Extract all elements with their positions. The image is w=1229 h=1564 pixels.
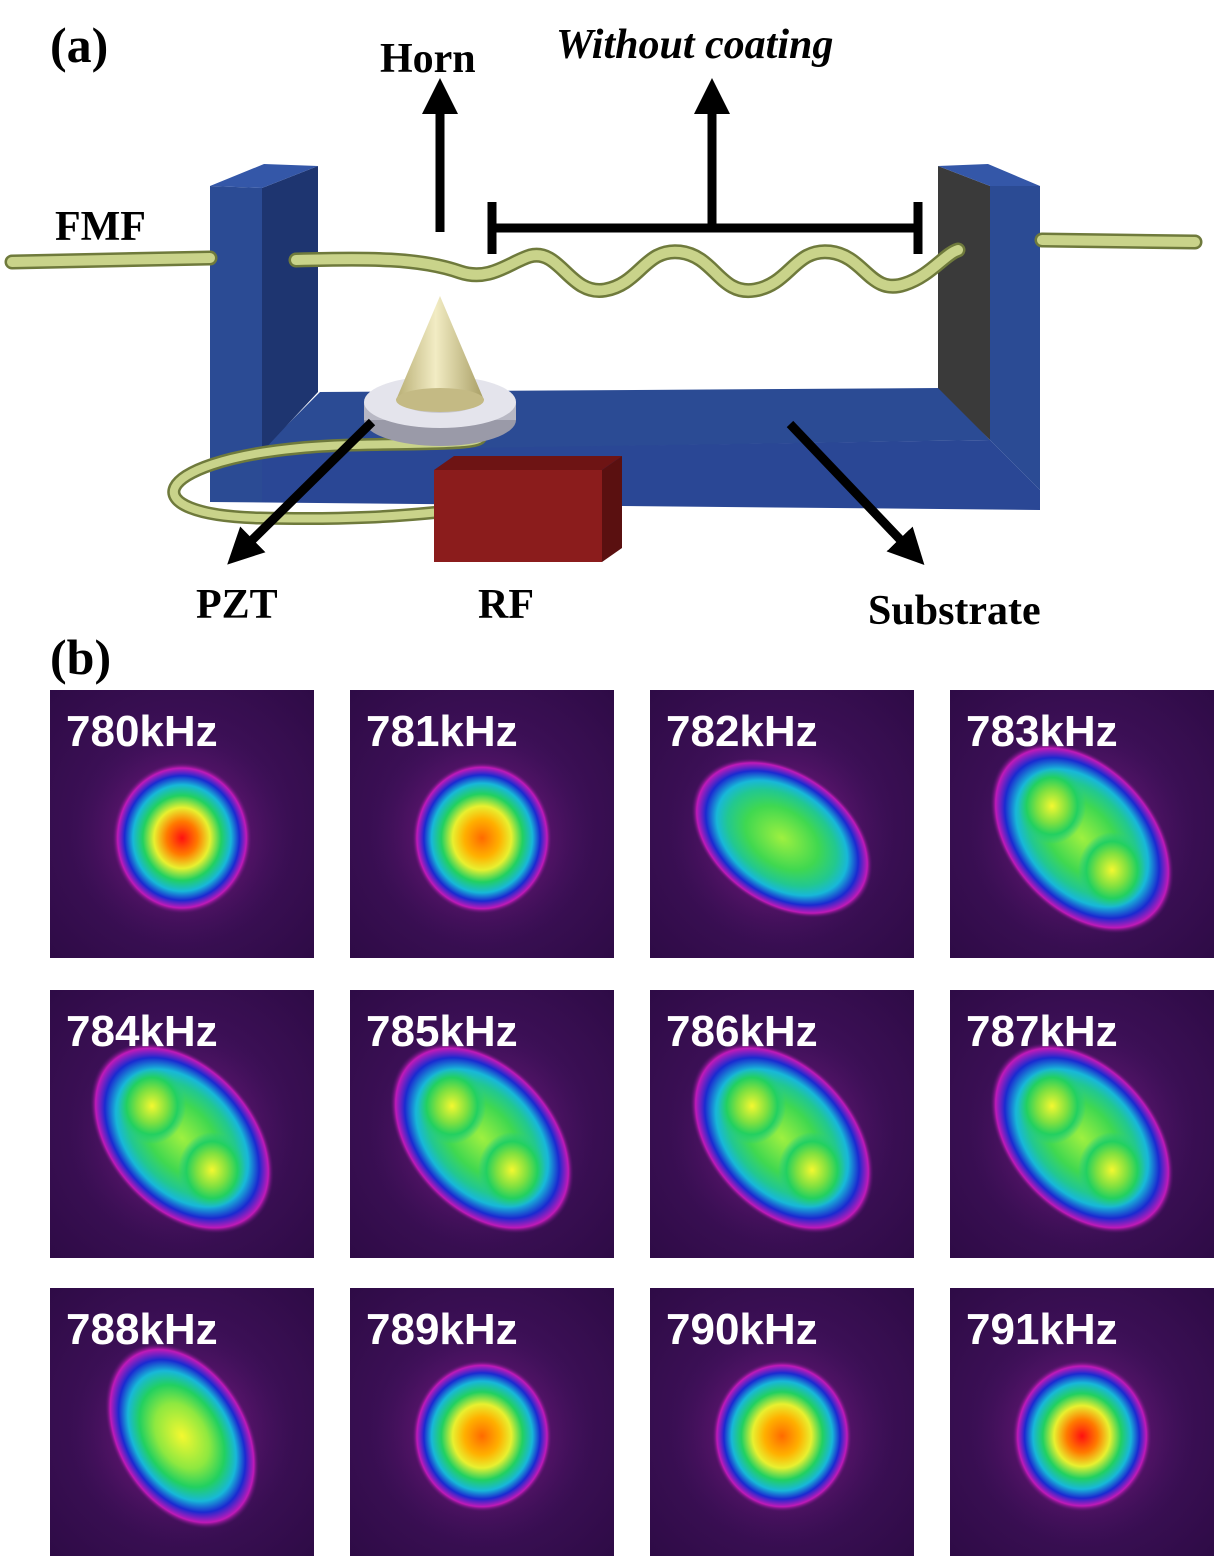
frequency-label: 787kHz	[966, 1007, 1118, 1056]
panel-b-label: (b)	[50, 629, 111, 685]
frequency-label: 785kHz	[366, 1007, 518, 1056]
mode-tile: 790kHz	[650, 1288, 914, 1556]
single-lobe-spot	[412, 762, 552, 914]
pzt-label: PZT	[196, 582, 278, 628]
rf-box	[434, 456, 622, 562]
frequency-label: 783kHz	[966, 707, 1118, 756]
mode-tile: 786kHz	[650, 990, 914, 1258]
upper-lobe	[418, 1068, 486, 1144]
frequency-label: 784kHz	[66, 1007, 218, 1056]
rf-label: RF	[478, 582, 534, 628]
left-end-plate-side	[262, 166, 318, 452]
mode-tile: 781kHz	[350, 690, 614, 958]
lower-lobe	[1078, 1132, 1146, 1208]
elongated-spot	[104, 1342, 260, 1530]
arrows	[227, 78, 925, 566]
right-end-plate-top	[938, 164, 1040, 186]
mode-image-grid: 780kHz 781kHz 782kHz 783kHz 784kHz 785kHz 786k…	[50, 690, 1214, 1556]
panel-a-label: (a)	[50, 17, 108, 73]
substrate-arrow	[786, 420, 925, 566]
left-end-plate-top	[210, 164, 318, 188]
frequency-label: 790kHz	[666, 1305, 818, 1354]
pzt-arrow	[227, 418, 376, 565]
frequency-label: 781kHz	[366, 707, 518, 756]
left-end-plate-front	[210, 186, 262, 502]
frequency-label: 788kHz	[66, 1305, 218, 1354]
horn-label: Horn	[380, 36, 476, 82]
elongated-spot	[691, 758, 873, 918]
upper-lobe	[1018, 1068, 1086, 1144]
upper-lobe	[718, 1068, 786, 1144]
frequency-label: 786kHz	[666, 1007, 818, 1056]
substrate-label: Substrate	[868, 588, 1041, 634]
panel-b: (b) 780kHz 781kHz 782kHz 783kHz 784kHz 785kHz…	[50, 629, 1214, 1556]
mode-tile: 788kHz	[50, 1288, 314, 1556]
mode-tile: 782kHz	[650, 690, 914, 958]
substrate-front	[210, 440, 1040, 510]
mode-tile: 791kHz	[950, 1288, 1214, 1556]
frequency-label: 780kHz	[66, 707, 218, 756]
fmf-fiber	[4, 232, 1203, 299]
mode-tile: 780kHz	[50, 690, 314, 958]
lower-lobe	[1078, 832, 1146, 908]
upper-lobe	[118, 1068, 186, 1144]
panel-a: (a)	[4, 17, 1203, 634]
upper-lobe	[1018, 768, 1086, 844]
mode-tile: 784kHz	[50, 990, 314, 1258]
lower-lobe	[178, 1132, 246, 1208]
single-lobe-spot	[412, 1360, 552, 1512]
single-lobe-spot	[1012, 1360, 1152, 1512]
frequency-label: 791kHz	[966, 1305, 1118, 1354]
single-lobe-spot	[112, 762, 252, 914]
single-lobe-spot	[712, 1360, 852, 1512]
fmf-label: FMF	[55, 204, 146, 250]
without-coating-label: Without coating	[556, 22, 833, 68]
mode-tile: 787kHz	[950, 990, 1214, 1258]
frequency-label: 782kHz	[666, 707, 818, 756]
lower-lobe	[778, 1132, 846, 1208]
mode-tile: 783kHz	[950, 690, 1214, 958]
right-end-plate-dark	[938, 166, 990, 440]
frequency-label: 789kHz	[366, 1305, 518, 1354]
mode-tile: 785kHz	[350, 990, 614, 1258]
right-end-plate-front	[990, 186, 1040, 490]
lower-lobe	[478, 1132, 546, 1208]
mode-tile: 789kHz	[350, 1288, 614, 1556]
horn-cone	[396, 296, 484, 412]
